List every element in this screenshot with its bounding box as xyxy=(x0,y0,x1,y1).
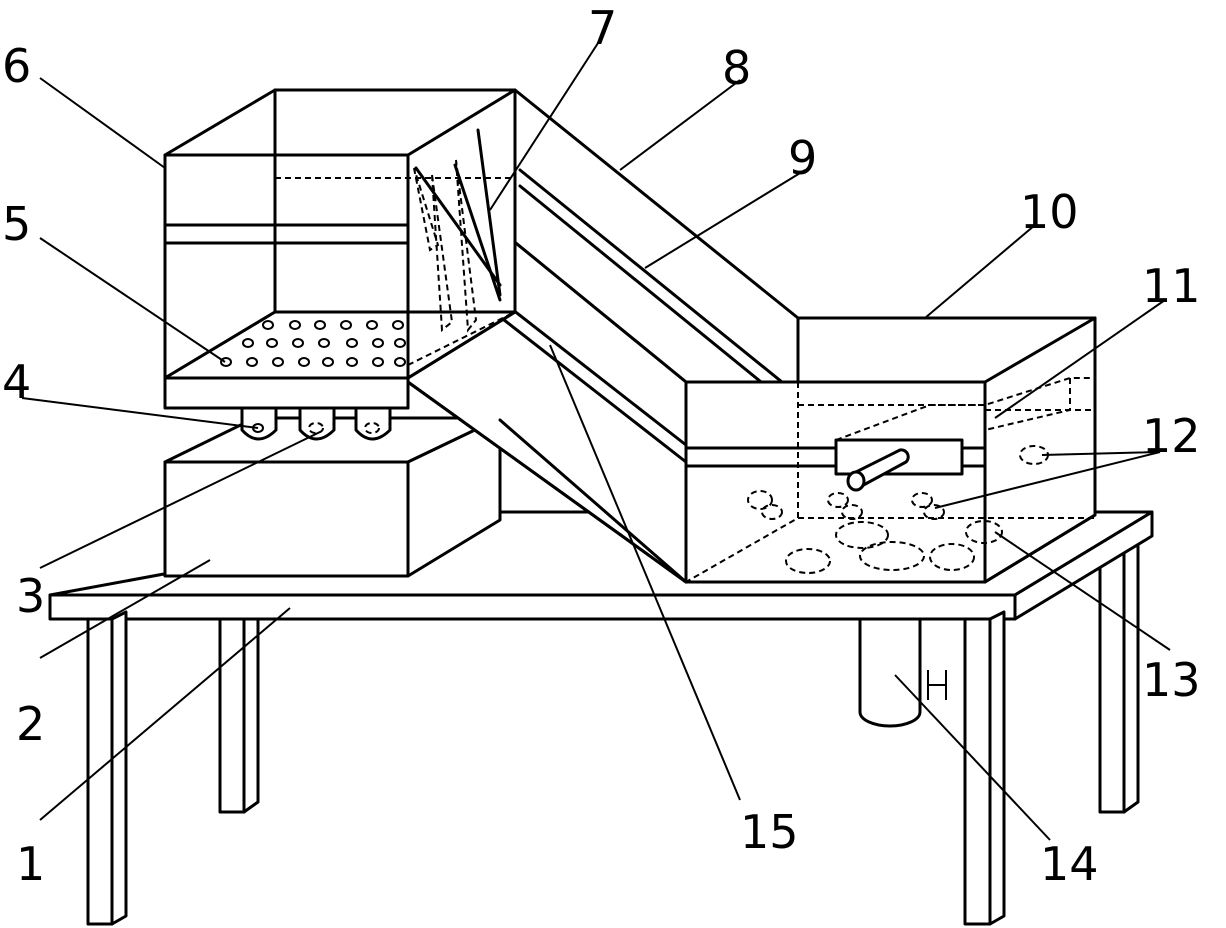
cylinder-valve-icon xyxy=(928,670,946,700)
label-1: 1 xyxy=(16,837,45,891)
upper-bin-base xyxy=(165,378,408,408)
cylinder-motor xyxy=(860,619,946,726)
lower-tank-front xyxy=(686,382,985,582)
upper-bin-back-wall xyxy=(275,90,515,312)
table-leg-front-right-side xyxy=(990,612,1004,924)
label-13: 13 xyxy=(1142,653,1201,707)
label-10: 10 xyxy=(1020,185,1079,239)
table-leg-back-right xyxy=(1100,530,1124,812)
collection-box xyxy=(165,418,500,576)
table-leg-back-right-side xyxy=(1124,520,1138,812)
leader-10 xyxy=(925,225,1035,318)
table-leg-front-left xyxy=(88,619,112,924)
label-9: 9 xyxy=(788,131,817,185)
table-leg-back-left-side xyxy=(244,608,258,812)
label-11: 11 xyxy=(1142,259,1201,313)
label-15: 15 xyxy=(740,805,799,859)
label-7: 7 xyxy=(588,1,617,55)
label-3: 3 xyxy=(16,569,45,623)
cylinder-body xyxy=(860,619,920,726)
label-14: 14 xyxy=(1040,837,1099,891)
table-leg-front-left-side xyxy=(112,612,126,924)
label-5: 5 xyxy=(2,197,31,251)
label-12: 12 xyxy=(1142,409,1201,463)
label-6: 6 xyxy=(2,39,31,93)
label-4: 4 xyxy=(2,355,31,409)
label-8: 8 xyxy=(722,41,751,95)
label-2: 2 xyxy=(16,697,45,751)
table-front-edge xyxy=(50,595,1015,619)
leader-6 xyxy=(40,78,165,168)
table-leg-back-left xyxy=(220,618,244,812)
collection-box-front xyxy=(165,462,408,576)
